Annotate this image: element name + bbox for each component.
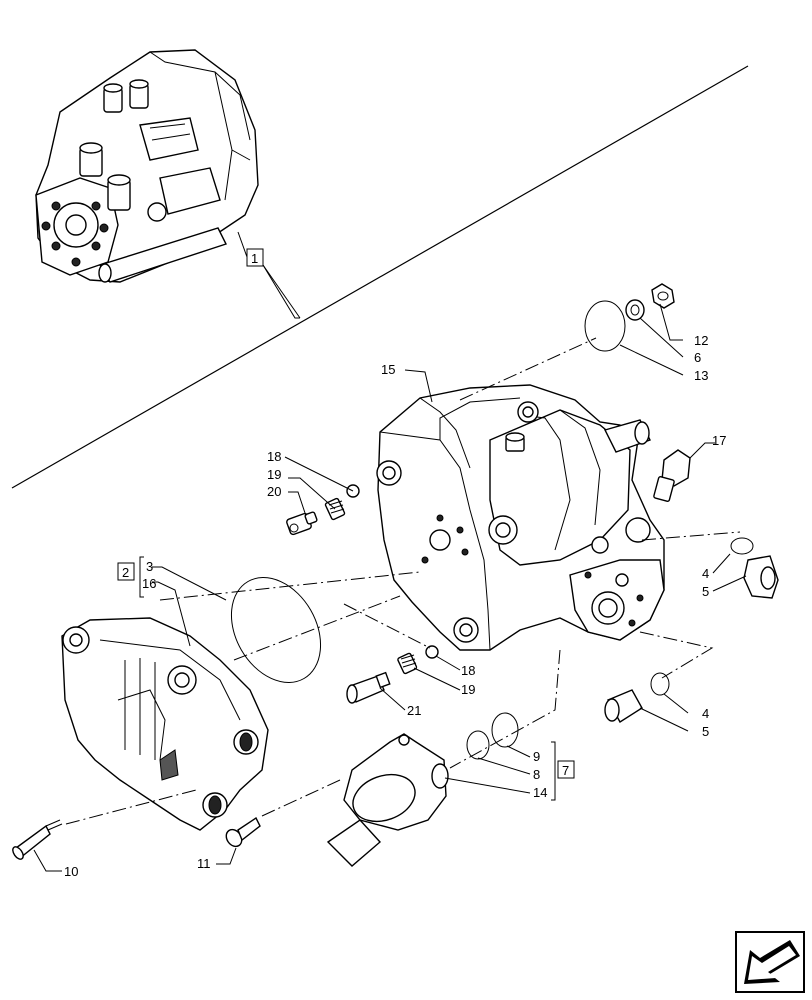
callout-5-upper: 5 [702, 584, 709, 599]
next-page-arrow-icon[interactable] [735, 931, 805, 993]
washer-6 [625, 299, 645, 321]
callout-5-lower: 5 [702, 724, 709, 739]
ball-18-lower [425, 645, 439, 659]
callout-13: 13 [694, 368, 708, 383]
callout-3: 3 [146, 559, 153, 574]
callout-2: 2 [122, 565, 129, 580]
callout-11: 11 [197, 856, 211, 871]
fitting-5-lower [604, 689, 643, 723]
fitting-5-upper [743, 555, 779, 599]
callout-19-upper: 19 [267, 467, 281, 482]
callout-20: 20 [267, 484, 281, 499]
callout-21: 21 [407, 703, 421, 718]
sensor-17 [653, 449, 691, 502]
o-ring-4-lower [650, 672, 670, 696]
callout-4-lower: 4 [702, 706, 709, 721]
callout-12: 12 [694, 333, 708, 348]
callout-18-upper: 18 [267, 449, 281, 464]
o-ring-3 [230, 577, 322, 683]
callout-18-lower: 18 [461, 663, 475, 678]
pump-body-housing [376, 384, 665, 651]
callout-17: 17 [712, 433, 726, 448]
screw-11 [225, 816, 261, 848]
section-divider-line [11, 65, 749, 489]
spring-19-lower [397, 652, 418, 675]
callout-16: 16 [142, 576, 156, 591]
callout-19-lower: 19 [461, 682, 475, 697]
callout-4-upper: 4 [702, 566, 709, 581]
rear-pump-housing [61, 617, 269, 831]
callout-15: 15 [381, 362, 395, 377]
callout-8: 8 [533, 767, 540, 782]
o-ring-13 [584, 300, 626, 352]
valve-14 [326, 733, 449, 867]
plug-20 [286, 511, 318, 536]
callout-9: 9 [533, 749, 540, 764]
nut-12 [651, 283, 675, 309]
callout-box-1 [246, 248, 264, 267]
callout-7: 7 [562, 763, 569, 778]
complete-pump-assembly [35, 49, 259, 283]
o-ring-9 [491, 712, 519, 748]
o-ring-4-upper [730, 537, 754, 555]
callout-10: 10 [64, 864, 78, 879]
callout-box-7 [557, 760, 575, 779]
fitting-21 [346, 671, 391, 704]
callout-14: 14 [533, 785, 547, 800]
callout-box-2 [117, 562, 135, 581]
callout-6: 6 [694, 350, 701, 365]
callout-1: 1 [251, 251, 258, 266]
screw-10 [12, 819, 63, 860]
o-ring-8 [466, 730, 490, 760]
